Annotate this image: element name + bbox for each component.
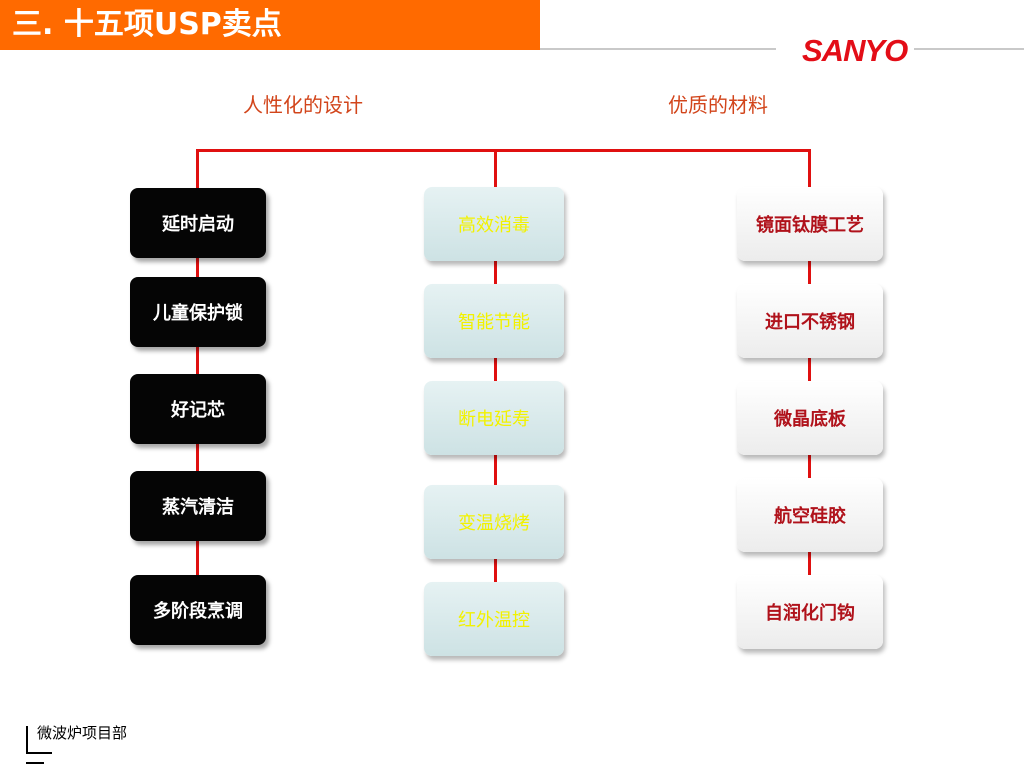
page-title: 三. 十五项USP卖点 [12, 7, 282, 42]
material-box-door-hook: 自润化门钩 [737, 575, 883, 649]
header-divider-right [914, 48, 1024, 50]
footer-tick [26, 762, 44, 764]
feature-box-power-off-life: 断电延寿 [424, 381, 564, 455]
material-box-titanium-film: 镜面钛膜工艺 [737, 187, 883, 261]
material-box-ceramic-base: 微晶底板 [737, 381, 883, 455]
feature-box-child-lock: 儿童保护锁 [130, 277, 266, 347]
sanyo-logo: SANYO [802, 33, 908, 68]
feature-box-energy-save: 智能节能 [424, 284, 564, 358]
connector-horizontal [196, 149, 811, 152]
material-box-silicone: 航空硅胶 [737, 478, 883, 552]
feature-box-variable-grill: 变温烧烤 [424, 485, 564, 559]
feature-box-multi-stage-cook: 多阶段烹调 [130, 575, 266, 645]
feature-box-delay-start: 延时启动 [130, 188, 266, 258]
header-divider-left [540, 48, 776, 50]
feature-box-sterilize: 高效消毒 [424, 187, 564, 261]
category-label-design: 人性化的设计 [243, 93, 363, 117]
feature-box-infrared-temp: 红外温控 [424, 582, 564, 656]
category-label-material: 优质的材料 [668, 93, 768, 117]
feature-box-steam-clean: 蒸汽清洁 [130, 471, 266, 541]
footer-bracket [26, 726, 52, 754]
feature-box-memory-chip: 好记芯 [130, 374, 266, 444]
connector-right-vertical [808, 149, 811, 612]
title-bar: 三. 十五项USP卖点 [0, 0, 540, 50]
material-box-stainless-steel: 进口不锈钢 [737, 284, 883, 358]
footer-department: 微波炉项目部 [37, 724, 128, 742]
